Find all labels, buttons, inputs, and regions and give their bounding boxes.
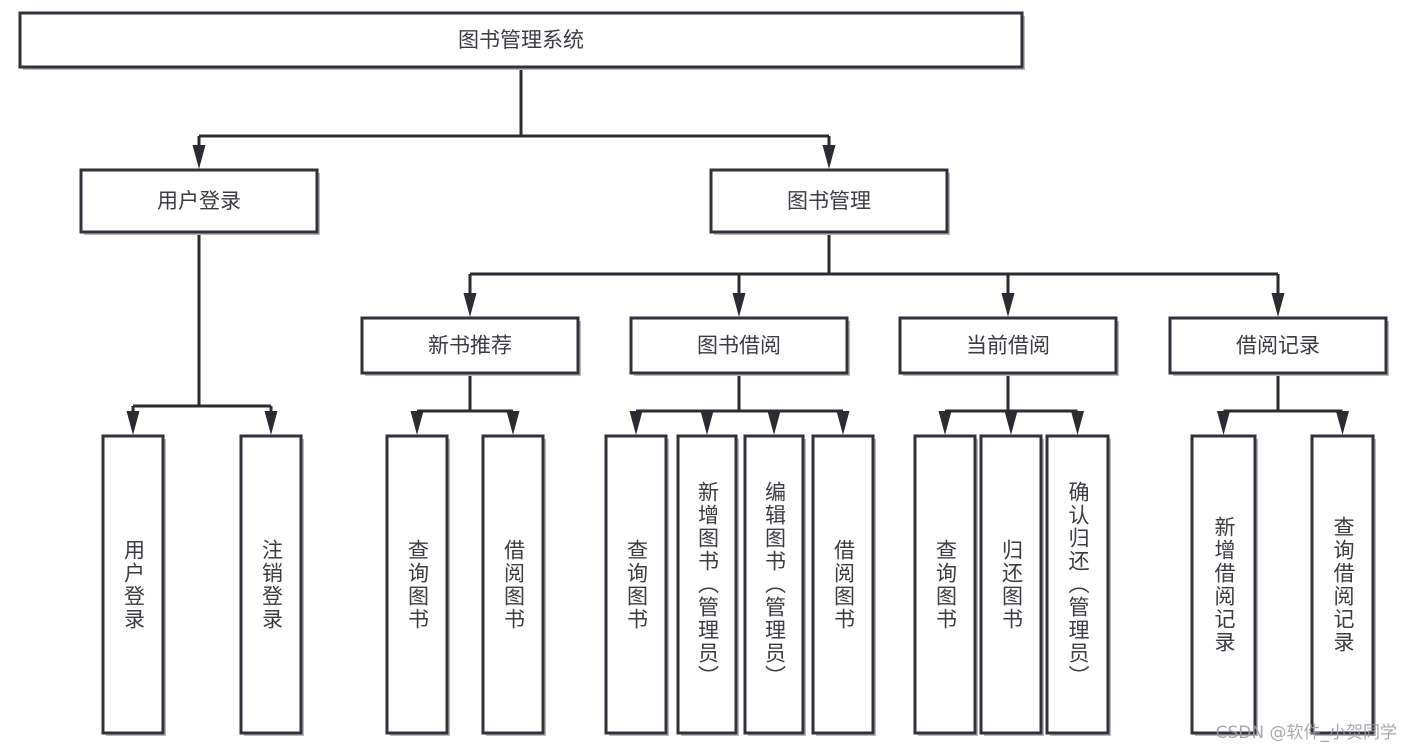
node-rect — [898, 316, 1118, 375]
node-box-leaf-add-book[interactable] — [676, 434, 739, 736]
arrow-head-icon — [126, 411, 140, 435]
node-box-borrow-record[interactable] — [1168, 316, 1389, 376]
node-box-leaf-borrow-book-2[interactable] — [811, 434, 876, 736]
arrow-head-icon — [822, 145, 836, 169]
node-label-user-login: 用户登录 — [157, 189, 241, 213]
node-box-current-borrow[interactable] — [898, 316, 1119, 376]
node-rect — [913, 434, 977, 735]
node-rect — [101, 434, 165, 735]
arrow-head-icon — [629, 411, 643, 435]
node-box-leaf-logout[interactable] — [239, 434, 304, 736]
node-label-new-book-recommend: 新书推荐 — [428, 334, 512, 358]
node-rect — [743, 434, 805, 735]
arrow-head-icon — [1071, 411, 1084, 435]
node-box-leaf-return-book[interactable] — [979, 434, 1044, 736]
node-box-leaf-query-book-1[interactable] — [385, 434, 450, 736]
node-box-leaf-edit-book[interactable] — [743, 434, 806, 736]
node-rect — [18, 11, 1024, 69]
node-box-book-borrow[interactable] — [629, 316, 850, 376]
node-rect — [360, 316, 580, 375]
node-rect — [481, 434, 545, 735]
node-label-book-borrow: 图书借阅 — [697, 334, 781, 358]
arrow-head-icon — [767, 411, 781, 435]
node-rect — [239, 434, 303, 735]
node-label-root: 图书管理系统 — [458, 28, 584, 52]
node-box-leaf-add-record[interactable] — [1190, 434, 1258, 736]
node-box-root[interactable] — [18, 11, 1025, 70]
node-rect — [604, 434, 668, 735]
arrow-head-icon — [1004, 411, 1018, 435]
arrow-head-icon — [1217, 411, 1230, 435]
node-box-new-book-recommend[interactable] — [360, 316, 581, 376]
node-box-leaf-query-book-3[interactable] — [913, 434, 978, 736]
node-rect — [676, 434, 738, 735]
box-layer — [18, 11, 1389, 736]
arrow-head-icon — [506, 411, 520, 435]
node-box-leaf-query-record[interactable] — [1310, 434, 1376, 736]
arrow-head-icon — [192, 145, 206, 169]
connector-layer — [126, 67, 1349, 435]
arrow-head-icon — [1001, 293, 1015, 317]
arrow-head-icon — [463, 293, 477, 317]
node-label-current-borrow: 当前借阅 — [966, 334, 1050, 358]
node-rect — [79, 168, 319, 234]
node-box-user-login[interactable] — [79, 168, 320, 235]
node-box-leaf-confirm-return[interactable] — [1045, 434, 1111, 736]
node-rect — [1045, 434, 1110, 735]
arrow-head-icon — [1271, 293, 1285, 317]
node-label-borrow-record: 借阅记录 — [1236, 334, 1320, 358]
node-box-leaf-query-book-2[interactable] — [604, 434, 669, 736]
arrow-head-icon — [938, 411, 952, 435]
arrow-head-icon — [264, 411, 278, 435]
arrow-head-icon — [836, 411, 850, 435]
arrow-head-icon — [700, 411, 714, 435]
node-label-book-manage: 图书管理 — [787, 189, 871, 213]
arrow-head-icon — [1336, 411, 1349, 435]
node-rect — [1190, 434, 1257, 735]
node-rect — [1310, 434, 1375, 735]
node-box-leaf-borrow-book-1[interactable] — [481, 434, 546, 736]
arrow-head-icon — [410, 411, 424, 435]
node-rect — [1168, 316, 1388, 375]
node-box-book-manage[interactable] — [709, 168, 950, 235]
node-rect — [811, 434, 875, 735]
node-rect — [385, 434, 449, 735]
node-rect — [709, 168, 949, 234]
node-box-leaf-user-login[interactable] — [101, 434, 166, 736]
arrow-head-icon — [732, 293, 746, 317]
node-rect — [979, 434, 1043, 735]
node-rect — [629, 316, 849, 375]
